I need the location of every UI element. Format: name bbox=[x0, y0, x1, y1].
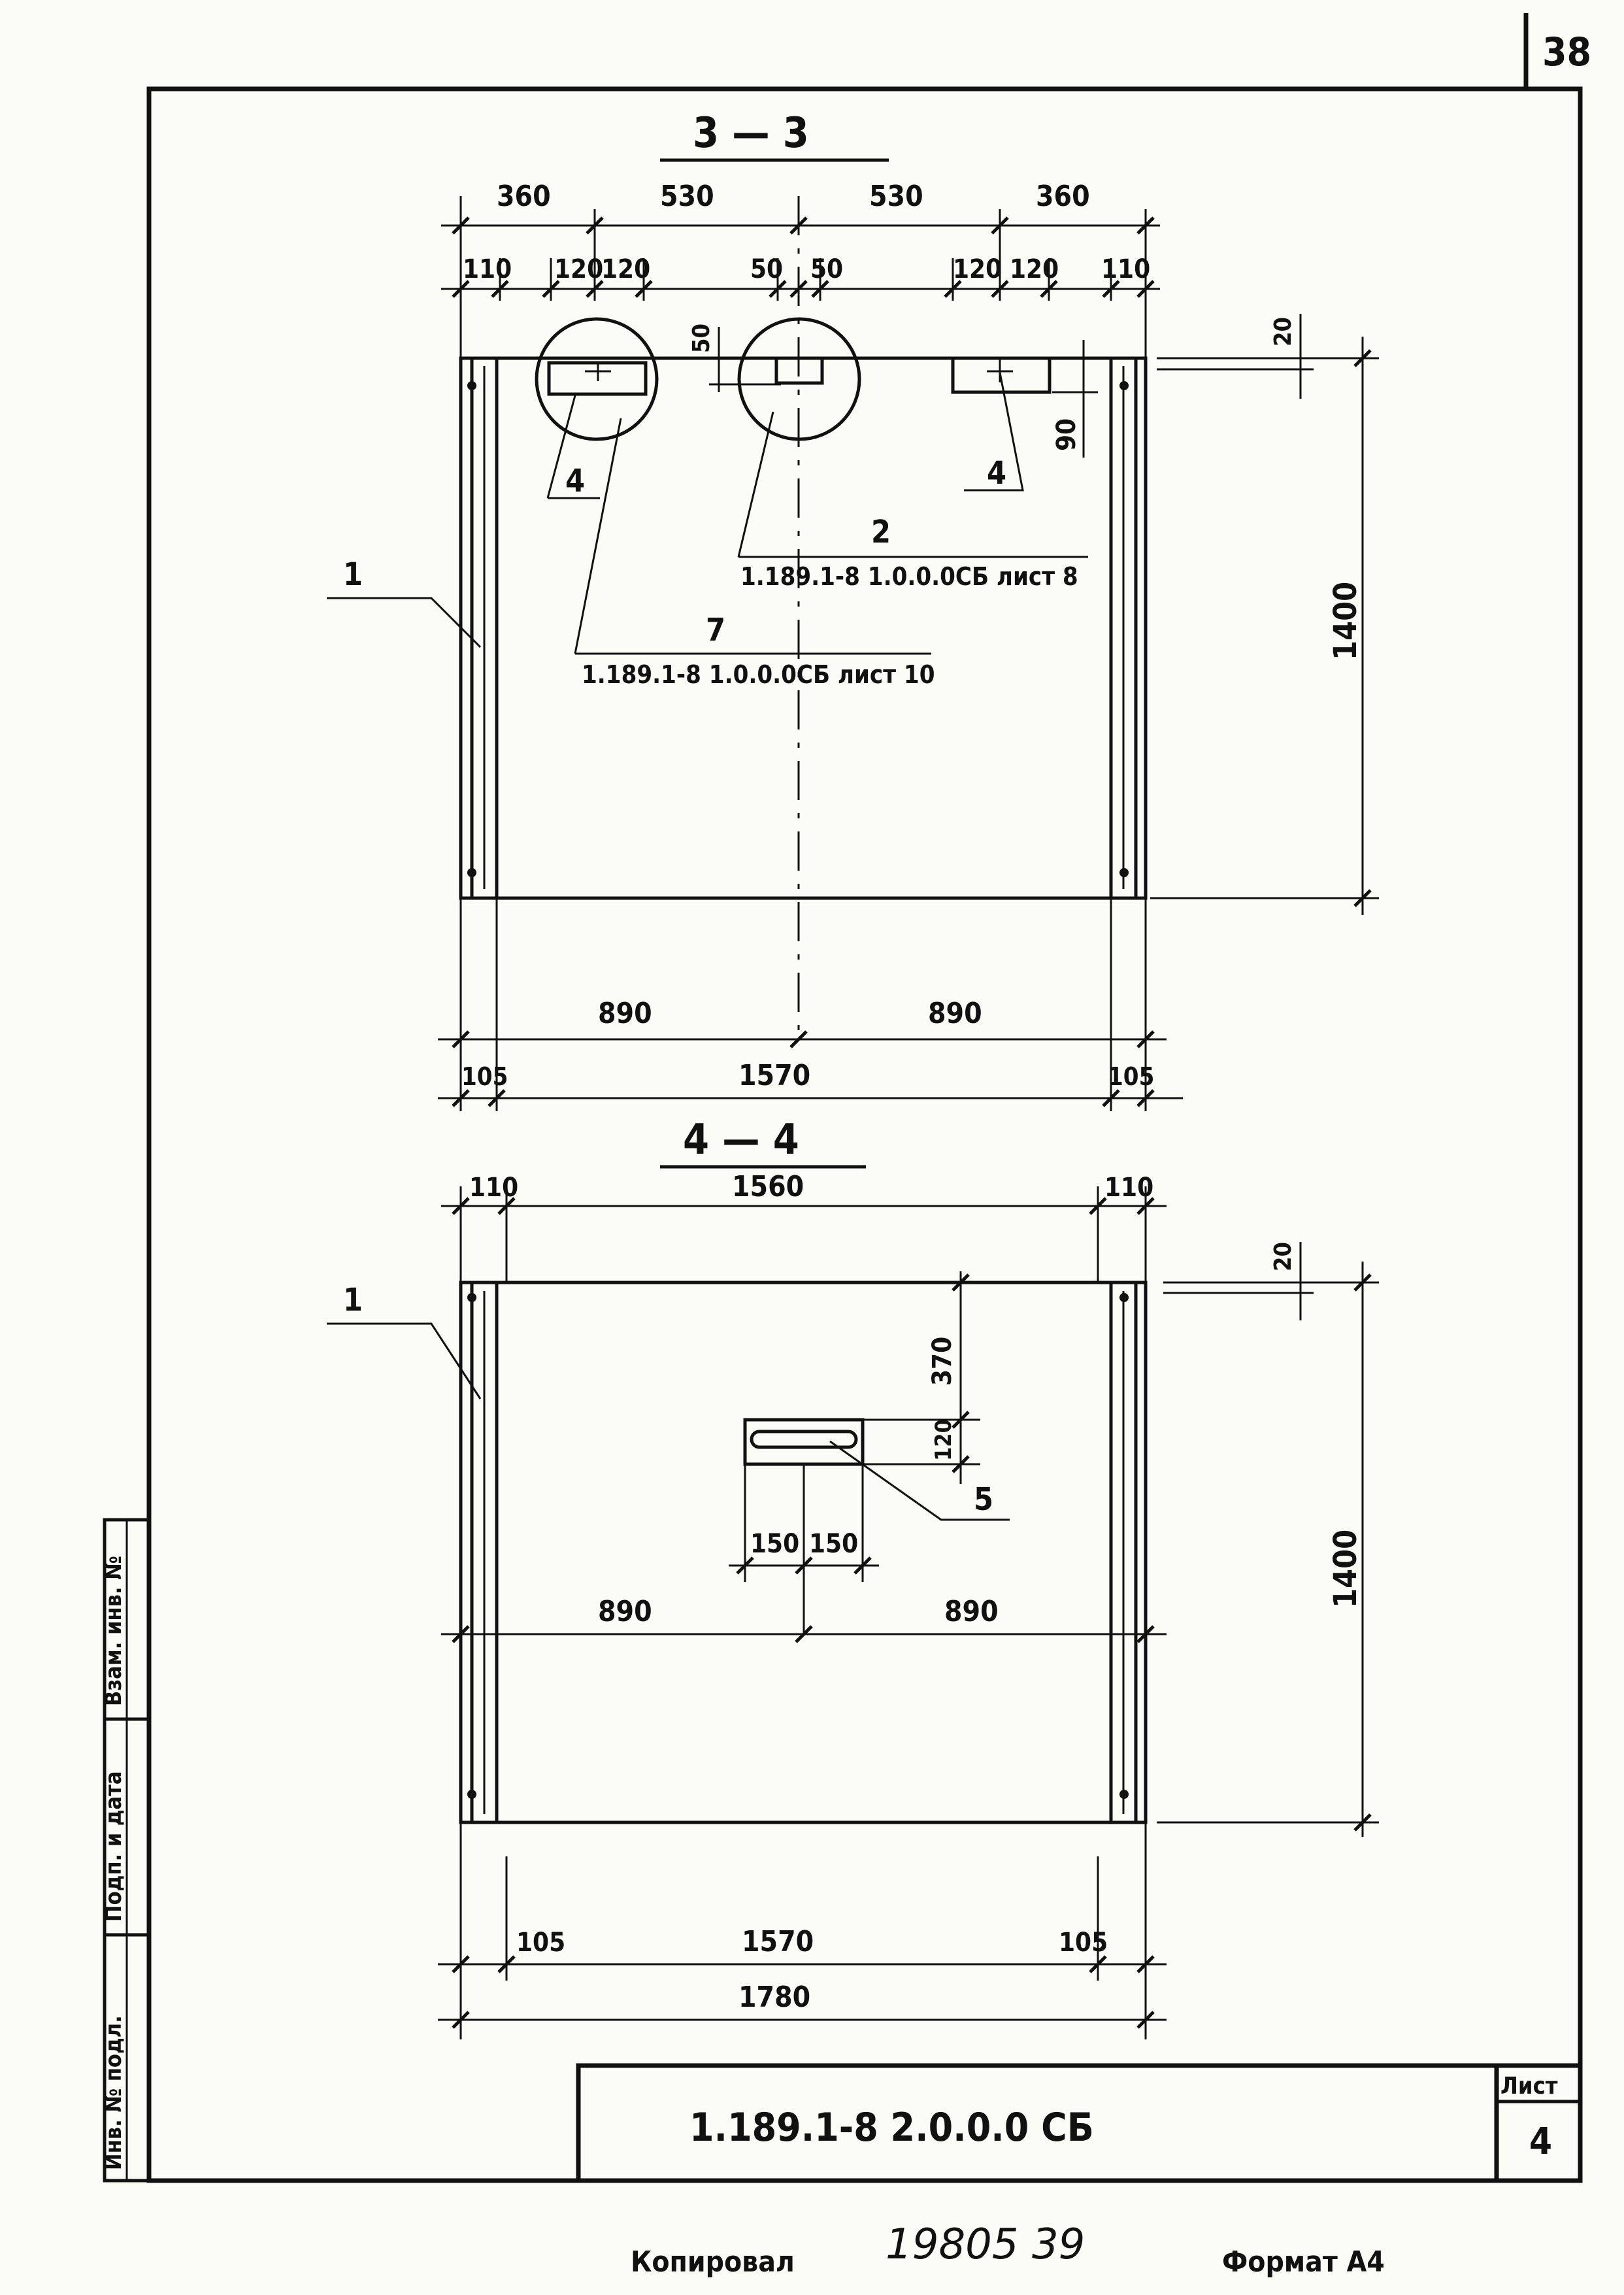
dim-3-3-top-2: 530 bbox=[660, 180, 714, 213]
section-3-3-title: 3 — 3 bbox=[693, 109, 809, 158]
callout-3-3-mark-4-left: 4 bbox=[565, 463, 585, 499]
callout-3-3-mark-4-right: 4 bbox=[987, 455, 1006, 492]
dim-3-3-top-1: 360 bbox=[497, 180, 551, 213]
dim-3-3-90: 90 bbox=[1052, 418, 1082, 451]
stamp-cell-replacement-inv: Взам. инв. № bbox=[101, 1556, 127, 1706]
side-stamp: Инв. № подл. Подп. и дата Взам. инв. № bbox=[101, 1518, 151, 2183]
panel-outline-4-4 bbox=[459, 1281, 1148, 1824]
dim-3-3-top-4: 360 bbox=[1036, 180, 1090, 213]
dim-3-3-bottom-1: 890 bbox=[598, 997, 652, 1030]
format-label: Формат А4 bbox=[1222, 2245, 1385, 2279]
dim-4-4-bottom-1: 105 bbox=[516, 1928, 565, 1958]
dim-4-4-bottom-2: 1570 bbox=[742, 1925, 814, 1958]
dim-4-4-slot-2: 150 bbox=[809, 1529, 858, 1559]
copied-label: Копировал bbox=[631, 2245, 795, 2279]
slot-plate bbox=[743, 1418, 865, 1466]
dim-4-4-20: 20 bbox=[1270, 1242, 1297, 1271]
callout-3-3-ref-7: 1.189.1-8 1.0.0.0СБ лист 10 bbox=[582, 660, 935, 689]
dim-4-4-mid-2: 890 bbox=[944, 1595, 999, 1628]
dim-3-3-sub-1: 110 bbox=[463, 254, 512, 284]
dim-3-3-top-3: 530 bbox=[869, 180, 923, 213]
dim-4-4-120: 120 bbox=[931, 1419, 957, 1461]
section-3-3: 3 — 3 bbox=[327, 109, 1379, 1111]
copy-number: 19805 39 bbox=[886, 2220, 1085, 2269]
dim-4-4-overall: 1780 bbox=[738, 1981, 810, 2014]
callout-4-4-mark-5: 5 bbox=[974, 1481, 993, 1518]
dim-4-4-mid-1: 890 bbox=[598, 1595, 652, 1628]
dim-3-3-overall-3: 105 bbox=[1108, 1062, 1154, 1091]
dim-4-4-height: 1400 bbox=[1327, 1530, 1364, 1608]
stamp-cell-sign-date: Подп. и дата bbox=[101, 1771, 127, 1922]
dim-4-4-slot-1: 150 bbox=[750, 1529, 799, 1559]
dim-3-3-sub-2: 120 bbox=[554, 254, 603, 284]
callout-3-3-mark-1: 1 bbox=[343, 556, 363, 593]
dim-3-3-sub-6: 120 bbox=[953, 254, 1002, 284]
dim-4-4-top-2: 1560 bbox=[732, 1170, 804, 1203]
sheet-number: 4 bbox=[1529, 2120, 1552, 2163]
dim-3-3-bottom-2: 890 bbox=[928, 997, 982, 1030]
title-block bbox=[576, 2063, 1583, 2183]
dim-4-4-bottom-3: 105 bbox=[1059, 1928, 1108, 1958]
dim-3-3-sub-3: 120 bbox=[601, 254, 650, 284]
callout-3-3-mark-2: 2 bbox=[871, 514, 891, 550]
dim-3-3-sub-4: 50 bbox=[750, 254, 783, 284]
sheet-label: Лист bbox=[1500, 2073, 1558, 2100]
dim-3-3-overall-1: 105 bbox=[461, 1062, 508, 1091]
section-4-4: 4 — 4 110 1560 110 20 370 bbox=[327, 1116, 1379, 2039]
dim-3-3-50: 50 bbox=[688, 324, 715, 353]
callout-4-4-mark-1: 1 bbox=[343, 1282, 363, 1318]
document-code: 1.189.1-8 2.0.0.0 СБ bbox=[689, 2105, 1094, 2151]
section-4-4-title: 4 — 4 bbox=[683, 1116, 799, 1164]
dim-3-3-overall-2: 1570 bbox=[738, 1059, 810, 1092]
page-number: 38 bbox=[1542, 29, 1591, 75]
dim-3-3-sub-7: 120 bbox=[1010, 254, 1059, 284]
sheet-frame bbox=[146, 13, 1583, 2183]
dim-3-3-sub-8: 110 bbox=[1101, 254, 1150, 284]
dim-3-3-20: 20 bbox=[1270, 317, 1297, 346]
dim-4-4-370: 370 bbox=[927, 1337, 957, 1386]
dim-3-3-sub-5: 50 bbox=[810, 254, 843, 284]
dim-4-4-top-3: 110 bbox=[1104, 1173, 1153, 1203]
dim-4-4-top-1: 110 bbox=[469, 1173, 518, 1203]
dim-3-3-height: 1400 bbox=[1327, 582, 1364, 660]
stamp-cell-inv-original: Инв. № подл. bbox=[101, 2015, 127, 2170]
callout-3-3-ref-2: 1.189.1-8 1.0.0.0СБ лист 8 bbox=[740, 562, 1078, 591]
callout-3-3-mark-7: 7 bbox=[706, 612, 725, 648]
